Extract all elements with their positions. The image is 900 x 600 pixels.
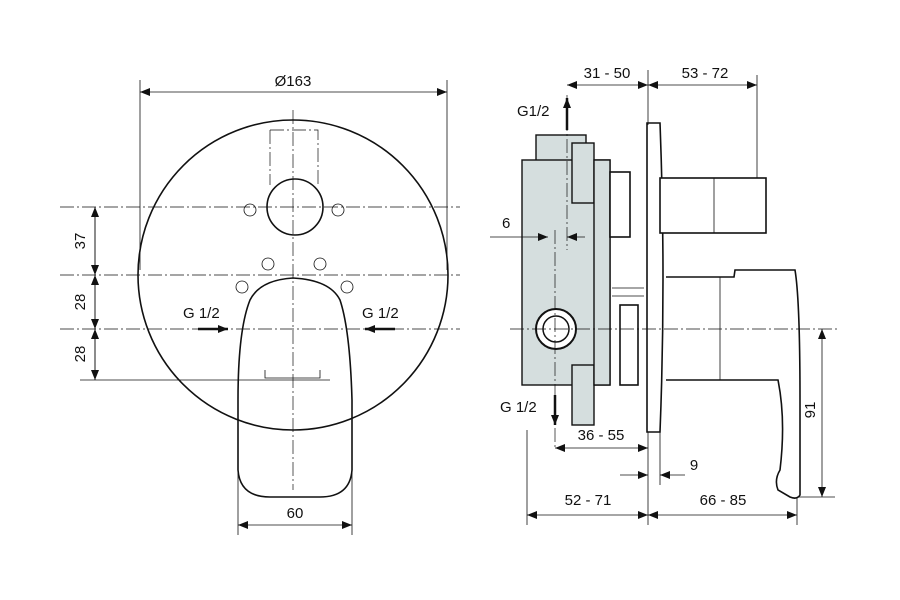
outlet-bottom-label: G 1/2 — [500, 399, 537, 416]
lever-handle — [237, 277, 353, 498]
diameter-label: Ø163 — [275, 73, 312, 90]
dim-37-label: 37 — [72, 233, 89, 250]
dim-28-upper-label: 28 — [72, 294, 89, 311]
outlet-top-label: G1/2 — [517, 103, 550, 120]
dim-91-label: 91 — [802, 402, 819, 419]
side-view: 31 - 50 53 - 72 G1/2 G 1/2 6 36 - 55 9 5… — [490, 65, 840, 525]
inlet-right-label: G 1/2 — [362, 305, 399, 322]
dim-52-71-label: 52 - 71 — [565, 492, 612, 509]
dim-28-lower-label: 28 — [72, 346, 89, 363]
inlet-left-label: G 1/2 — [183, 305, 220, 322]
dim-31-50-label: 31 - 50 — [584, 65, 631, 82]
diverter-hole — [266, 178, 324, 236]
dim-9-label: 9 — [690, 457, 698, 474]
dim-6-label: 6 — [502, 215, 510, 232]
dim-36-55-label: 36 - 55 — [578, 427, 625, 444]
dim-66-85-label: 66 - 85 — [700, 492, 747, 509]
dim-53-72-label: 53 - 72 — [682, 65, 729, 82]
front-view: Ø163 37 28 28 60 G 1/2 G 1/2 — [60, 73, 460, 535]
lever-side — [666, 269, 801, 499]
dim-60-label: 60 — [287, 505, 304, 522]
cover-plate-side — [646, 122, 664, 433]
cover-plate — [137, 119, 449, 431]
diverter-knob — [659, 177, 767, 234]
